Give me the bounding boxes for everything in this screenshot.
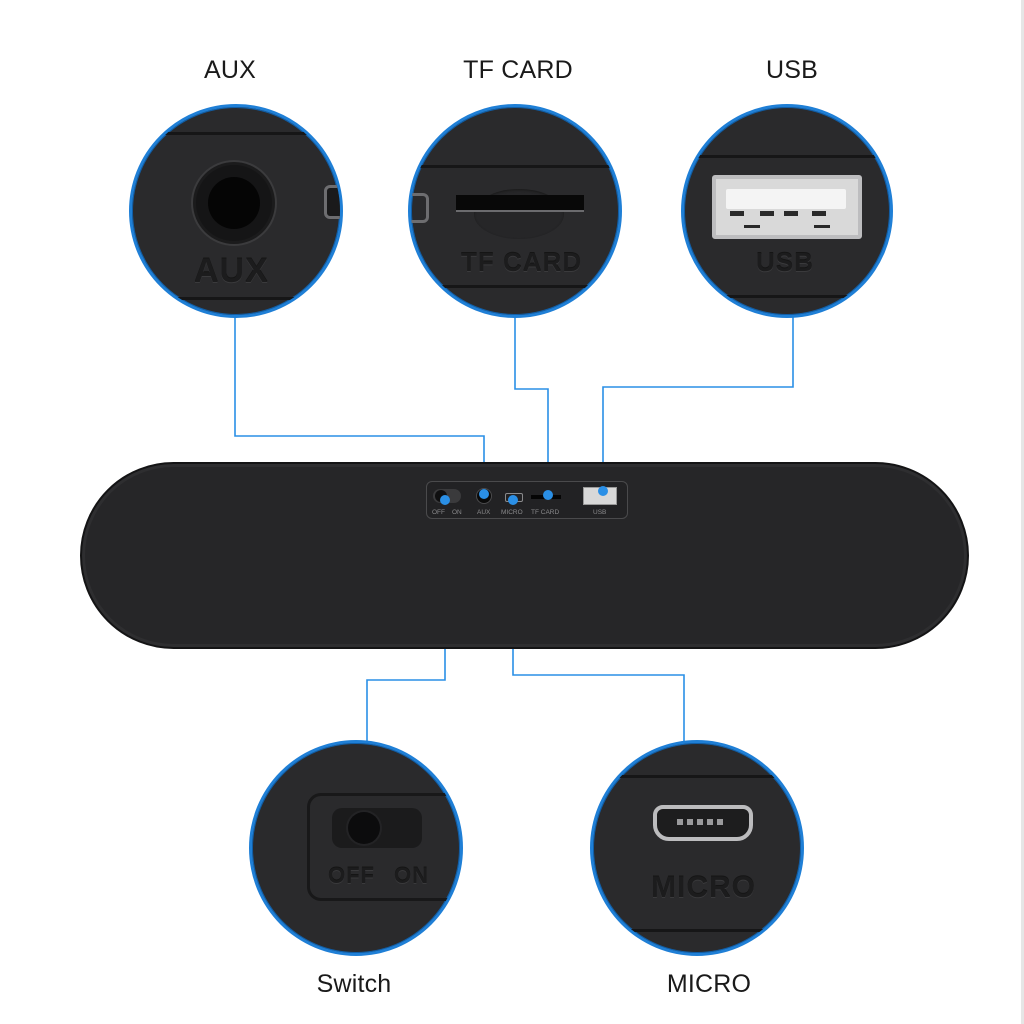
- switch-off-label: OFF: [328, 863, 375, 888]
- aux-embossed-label: AUX: [194, 252, 269, 290]
- usb-connector-dot: [598, 486, 608, 496]
- panel-label-tf-card: TF CARD: [531, 509, 560, 516]
- micro-usb-partial-icon: [411, 193, 429, 223]
- panel-label-usb: USB: [593, 509, 607, 516]
- port-panel: OFF ON AUX MICRO TF CARD USB: [426, 481, 628, 519]
- seam-line: [684, 155, 890, 158]
- tf-card-connector-dot: [543, 490, 553, 500]
- usb-port-icon: [712, 175, 862, 239]
- switch-title: Switch: [316, 970, 392, 998]
- seam-line: [411, 165, 619, 168]
- switch-on-label: ON: [394, 863, 429, 888]
- micro-usb-partial-icon: [324, 185, 340, 219]
- panel-label-on: ON: [452, 509, 462, 516]
- micro-usb-port-icon: [653, 805, 753, 841]
- micro-embossed-label: MICRO: [651, 871, 756, 904]
- switch-connector-dot: [440, 495, 450, 505]
- aux-title: AUX: [203, 56, 256, 84]
- panel-label-micro: MICRO: [501, 509, 523, 516]
- seam-line: [132, 132, 340, 135]
- seam-line: [411, 285, 619, 288]
- audio-jack-icon: [196, 165, 272, 241]
- seam-line: [132, 297, 340, 300]
- aux-connector-dot: [479, 489, 489, 499]
- aux-callout-circle: AUX: [129, 104, 343, 318]
- tf-card-embossed-label: TF CARD: [461, 247, 583, 277]
- switch-recess-panel: [307, 793, 460, 901]
- micro-title: MICRO: [666, 970, 752, 998]
- tf-card-callout-circle: TF CARD: [408, 104, 622, 318]
- usb-embossed-label: USB: [756, 247, 814, 277]
- tf-card-title: TF CARD: [463, 56, 573, 84]
- image-border: [1021, 0, 1024, 1024]
- slide-switch-icon: [332, 808, 422, 848]
- panel-label-off: OFF: [432, 509, 445, 516]
- micro-callout-circle: MICRO: [590, 740, 804, 956]
- seam-line: [593, 929, 801, 932]
- tf-card-slot-icon: [456, 195, 584, 212]
- usb-title: USB: [765, 56, 818, 84]
- seam-line: [593, 775, 801, 778]
- switch-callout-circle: OFF ON: [249, 740, 463, 956]
- usb-callout-circle: USB: [681, 104, 893, 318]
- micro-connector-dot: [508, 495, 518, 505]
- panel-label-aux: AUX: [477, 509, 491, 516]
- seam-line: [684, 295, 890, 298]
